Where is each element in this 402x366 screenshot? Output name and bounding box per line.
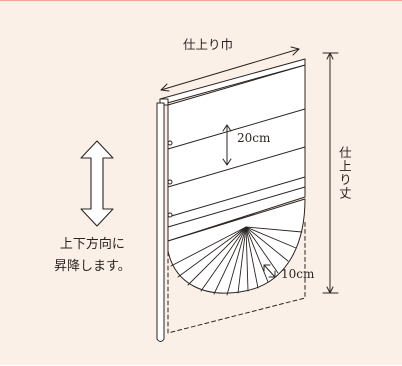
fan-spokes [170, 226, 303, 296]
pitch-dimension-arrow [222, 124, 232, 166]
finished-width-label: 仕上り巾 [183, 37, 234, 52]
pleat-pitch-label: 20cm [237, 131, 271, 145]
ring-dots [167, 140, 173, 218]
operation-pole [156, 102, 165, 342]
height-dimension-arrow [322, 52, 339, 294]
up-down-arrow-icon [80, 140, 114, 227]
width-dimension-arrow [160, 46, 300, 92]
finished-height-label: 仕上り丈 [336, 146, 352, 200]
caption-line-1: 上下方向に [59, 237, 125, 252]
pleat-lines [167, 108, 306, 228]
lowered-outline [167, 220, 306, 334]
small-dimension-arrow [263, 264, 276, 278]
operation-caption: 上下方向に 昇降します。 [54, 234, 131, 278]
bottom-offset-label: 10cm [281, 267, 315, 281]
caption-line-2: 昇降します。 [54, 259, 131, 274]
